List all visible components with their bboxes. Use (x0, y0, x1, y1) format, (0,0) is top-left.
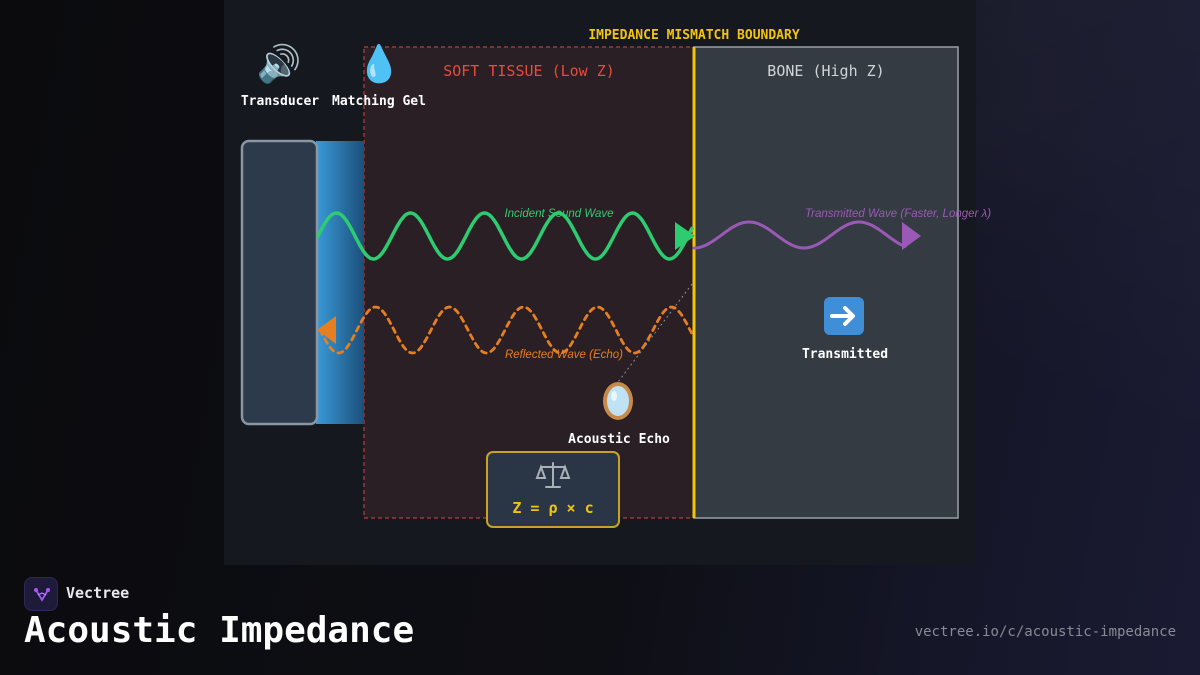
mirror-icon (603, 382, 633, 420)
transmitted-label: Transmitted (802, 347, 888, 362)
matching-gel-layer (316, 141, 364, 424)
bone-region (693, 46, 959, 519)
vectree-logo (24, 577, 58, 611)
impedance-formula: Z = ρ × c (512, 499, 593, 517)
transmitted-wave-arrowhead (902, 222, 921, 250)
reflected-wave (318, 305, 694, 355)
echo-connector-line (617, 283, 693, 383)
bone-label: BONE (High Z) (767, 62, 884, 80)
speaker-icon: 🔊 (257, 42, 302, 85)
vectree-logo-icon (34, 588, 50, 602)
incident-wave-label: Incident Sound Wave (504, 208, 613, 220)
transducer-body (240, 139, 319, 426)
formula-box (486, 451, 620, 528)
boundary-label: IMPEDANCE MISMATCH BOUNDARY (588, 28, 799, 43)
transmitted-wave-label: Transmitted Wave (Faster, Longer λ) (805, 208, 991, 220)
page-title: Acoustic Impedance (24, 610, 415, 651)
soft-tissue-region (363, 46, 695, 519)
incident-wave-arrowhead (675, 222, 695, 250)
page-url[interactable]: vectree.io/c/acoustic-impedance (914, 624, 1176, 640)
brand-name: Vectree (66, 584, 130, 602)
reflected-wave-label: Reflected Wave (Echo) (505, 349, 623, 361)
transducer-label: Transducer (241, 94, 319, 109)
droplet-icon: 💧 (357, 43, 402, 85)
incident-wave (316, 211, 694, 261)
reflected-wave-arrowhead (317, 316, 336, 344)
gel-label: Matching Gel (332, 94, 426, 109)
transmitted-wave (692, 220, 907, 250)
right-arrow-glyph (830, 306, 855, 326)
balance-scale-icon (535, 462, 571, 488)
acoustic-echo-label: Acoustic Echo (568, 432, 670, 447)
background-decoration (976, 0, 1200, 565)
soft-tissue-label: SOFT TISSUE (Low Z) (443, 62, 615, 80)
